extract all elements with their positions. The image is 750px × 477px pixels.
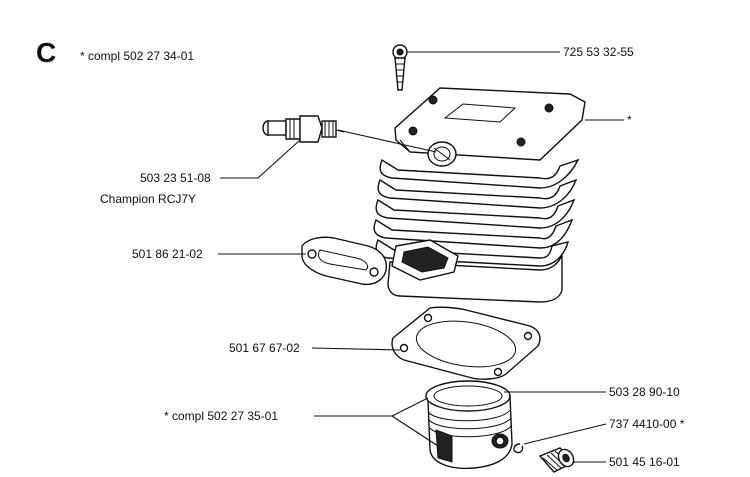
piston-drawing — [425, 380, 513, 470]
section-letter: C — [36, 37, 56, 68]
leader-circlip — [523, 423, 607, 445]
needle-bearing-drawing — [538, 447, 576, 473]
label-spark-plug: 503 23 51-08 — [140, 171, 211, 185]
label-spark-plug-type: Champion RCJ7Y — [100, 192, 196, 206]
cylinder-drawing — [373, 87, 586, 303]
spark-plug-drawing — [262, 115, 345, 143]
label-decomp-valve: 725 53 32-55 — [563, 45, 634, 59]
label-cylinder-kit: * compl 502 27 34-01 — [80, 49, 194, 63]
label-exhaust-gasket: 501 86 21-02 — [132, 247, 203, 261]
label-base-gasket: 501 67 67-02 — [229, 341, 300, 355]
leader-piston-kit-top — [391, 397, 429, 417]
base-gasket-drawing — [391, 306, 541, 380]
leader-spark-plug — [220, 139, 301, 179]
exhaust-gasket-drawing — [301, 236, 388, 286]
leader-base-gasket — [311, 347, 401, 351]
leader-plug-to-boss — [337, 129, 437, 153]
label-needle-bearing: 501 45 16-01 — [609, 455, 680, 469]
circlip-drawing — [513, 443, 524, 454]
decompression-valve-drawing — [392, 44, 408, 91]
label-piston-kit: * compl 502 27 35-01 — [164, 409, 278, 423]
leader-piston-kit-bottom — [391, 415, 439, 447]
label-circlip: 737 4410-00 * — [609, 417, 685, 431]
label-cylinder: * — [627, 113, 632, 127]
label-piston-ring: 503 28 90-10 — [609, 385, 680, 399]
